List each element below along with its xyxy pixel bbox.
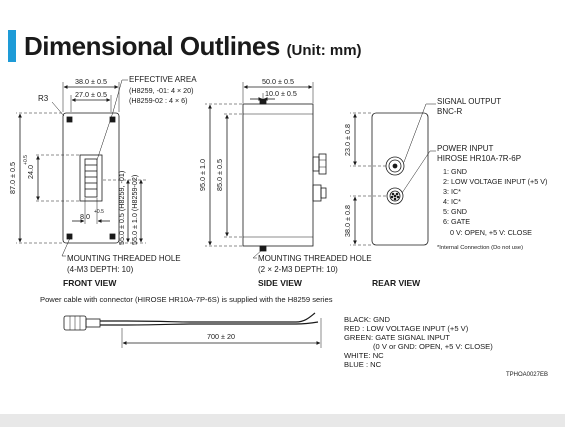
front-dim-height: 87.0 ± 0.5 <box>8 162 17 194</box>
front-view-body <box>62 112 120 244</box>
mount-hole <box>109 116 116 123</box>
signal-output-type: BNC-R <box>437 107 463 116</box>
front-dim-area-height-tol: +0.5 <box>23 155 29 165</box>
side-view-group <box>205 82 327 259</box>
mount-hole <box>66 233 73 240</box>
side-view-label: SIDE VIEW <box>258 278 303 288</box>
side-bnc-connector <box>312 156 320 172</box>
front-dim-offset-2: 55.0 ± 1.0 (H8259-02) <box>130 175 139 245</box>
pin-5: 5: GND <box>443 207 467 216</box>
radius-label: R3 <box>38 94 49 103</box>
title-text: Dimensional Outlines <box>24 31 280 61</box>
side-mount-hole-label-2: (2 × 2-M3 DEPTH: 10) <box>258 265 338 274</box>
side-view-body <box>242 103 314 247</box>
wire-row: BLUE : NC <box>344 360 382 369</box>
mount-hole <box>66 116 73 123</box>
side-dim-height-inner: 85.0 ± 0.5 <box>215 159 224 191</box>
power-input-type: HIROSE HR10A-7R-6P <box>437 154 521 163</box>
side-dim-depth: 50.0 ± 0.5 <box>262 77 294 86</box>
side-dim-inner: 10.0 ± 0.5 <box>265 89 297 98</box>
cable-length: 700 ± 20 <box>207 332 235 341</box>
side-dim-height-outer: 95.0 ± 1.0 <box>198 159 207 191</box>
mount-hole <box>259 245 267 252</box>
wire-row-note: (0 V or GND: OPEN, +5 V: CLOSE) <box>373 342 493 351</box>
title-accent-bar <box>8 30 16 62</box>
cable-group <box>63 312 322 348</box>
pin-2: 2: LOW VOLTAGE INPUT (+5 V) <box>443 177 547 186</box>
effective-area-note-1: (H8259, -01: 4 × 20) <box>129 86 194 95</box>
signal-output-label: SIGNAL OUTPUT <box>437 97 501 106</box>
front-dim-area-width-tol: +0.5 <box>94 209 104 215</box>
power-input-label: POWER INPUT <box>437 144 494 153</box>
side-power-connector <box>312 184 322 202</box>
rear-dim-bottom: 38.0 ± 0.8 <box>343 205 352 237</box>
front-dim-area-width: 8.0 <box>80 212 90 221</box>
rear-view-body <box>371 112 429 246</box>
mount-hole <box>109 233 116 240</box>
front-mount-hole-label-1: MOUNTING THREADED HOLE <box>67 254 181 263</box>
front-dim-offset-1: 55.0 ± 0.5 (H8259, -01) <box>117 171 126 245</box>
mount-hole <box>259 98 267 105</box>
front-mount-hole-label-2: (4-M3 DEPTH: 10) <box>67 265 134 274</box>
front-view-group <box>16 79 146 257</box>
wire-row: WHITE: NC <box>344 351 384 360</box>
side-mount-hole-label-1: MOUNTING THREADED HOLE <box>258 254 372 263</box>
front-view-label: FRONT VIEW <box>63 278 117 288</box>
page-title: Dimensional Outlines (Unit: mm) <box>24 31 362 62</box>
power-connector <box>386 187 404 205</box>
wire-row: RED : LOW VOLTAGE INPUT (+5 V) <box>344 324 469 333</box>
internal-connection-note: *Internal Connection (Do not use) <box>437 245 523 251</box>
front-dim-width: 38.0 ± 0.5 <box>75 77 107 86</box>
front-view-window <box>79 154 103 202</box>
pin-3: 3: IC* <box>443 187 461 196</box>
front-dim-area-height: 24.0 <box>26 165 35 179</box>
front-dim-inner: 27.0 ± 0.5 <box>75 90 107 99</box>
pin-6: 6: GATE <box>443 217 470 226</box>
wire-row: BLACK: GND <box>344 315 391 324</box>
gate-note: 0 V: OPEN, +5 V: CLOSE <box>450 228 532 237</box>
unit-label: (Unit: mm) <box>286 42 362 59</box>
effective-area-title: EFFECTIVE AREA <box>129 75 197 84</box>
pin-1: 1: GND <box>443 167 467 176</box>
bottom-band <box>0 414 565 427</box>
cable-wire <box>121 312 316 323</box>
rear-dim-top: 23.0 ± 0.8 <box>343 124 352 156</box>
front-view-effective-area <box>84 158 98 198</box>
cable-caption: Power cable with connector (HIROSE HR10A… <box>40 295 333 304</box>
rear-view-group <box>350 103 436 246</box>
effective-area-note-2: (H8259-02 : 4 × 6) <box>129 96 188 105</box>
document-code: TPHOA0027EB <box>506 372 548 378</box>
pin-4: 4: IC* <box>443 197 461 206</box>
rear-view-label: REAR VIEW <box>372 278 421 288</box>
wire-row: GREEN: GATE SIGNAL INPUT <box>344 333 450 342</box>
